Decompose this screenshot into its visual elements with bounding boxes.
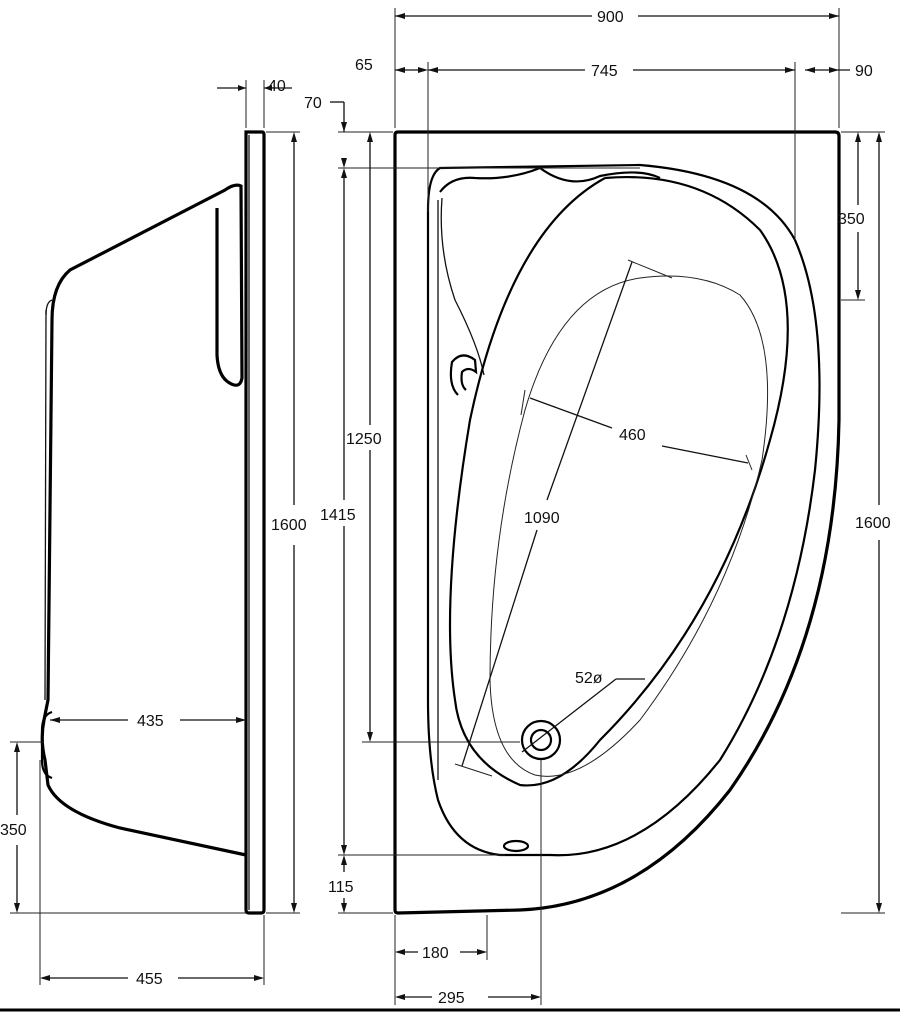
plan-inner-tub [426, 163, 821, 857]
label-right-offset: 90 [855, 63, 873, 80]
dim-left-offset: 65 [355, 57, 428, 74]
dim-right-corner-depth: 350 [838, 131, 885, 301]
plan-outer-rim [393, 130, 841, 915]
label-inner-length: 1250 [346, 431, 382, 448]
dim-top-offset: 70 [304, 95, 640, 169]
dim-outer-length: 1415 [320, 168, 505, 856]
dim-waste-offset-a: 180 [394, 915, 488, 1005]
dim-waste-diameter: 52ø [521, 670, 645, 753]
dim-overall-length: 1600 [841, 132, 900, 914]
label-waste-offset-a: 180 [422, 945, 449, 962]
label-waste-offset-b: 295 [438, 990, 465, 1007]
dim-inner-width: 745 [427, 62, 796, 240]
plan-waste [520, 719, 562, 761]
side-tub-body [40, 183, 247, 857]
label-inner-width: 745 [591, 63, 618, 80]
plan-bowl-outer [448, 176, 789, 787]
plan-bowl-inner [489, 275, 769, 777]
dim-bottom-offset: 115 [328, 855, 393, 914]
plan-overflow [449, 354, 478, 396]
label-rim-thickness: 40 [268, 78, 286, 95]
label-outlet-height: 350 [0, 822, 27, 839]
plan-view: 900 745 65 90 [304, 8, 900, 1007]
label-bottom-offset: 115 [328, 879, 354, 896]
plan-foot-overflow [502, 839, 530, 853]
label-overall-width: 900 [597, 9, 624, 26]
dim-bowl-length: 1090 [454, 259, 673, 777]
label-bowl-length: 1090 [524, 510, 560, 527]
dim-rim-thickness: 40 [217, 78, 292, 128]
label-right-corner-depth: 350 [838, 211, 865, 228]
label-side-height: 1600 [271, 517, 307, 534]
label-top-offset: 70 [304, 95, 322, 112]
dim-outlet-height: 350 [0, 741, 246, 914]
label-overall-length: 1600 [855, 515, 891, 532]
side-rim [244, 130, 266, 915]
dim-depth-outer: 455 [39, 760, 265, 988]
label-bowl-width: 460 [619, 427, 646, 444]
dim-inner-length: 1250 [346, 132, 520, 743]
side-tub-inner [44, 309, 47, 701]
label-outer-length: 1415 [320, 507, 356, 524]
dim-side-height: 1600 [266, 131, 316, 914]
dim-waste-offset-b: 295 [395, 760, 542, 1007]
plan-headrest [439, 166, 661, 193]
dim-depth-inner: 435 [50, 713, 246, 730]
dim-bowl-width: 460 [520, 389, 753, 471]
label-depth-inner: 435 [137, 713, 164, 730]
side-view: 40 1600 435 350 [0, 78, 316, 988]
label-left-offset: 65 [355, 57, 373, 74]
dim-right-offset: 90 [805, 63, 873, 80]
label-depth-outer: 455 [136, 971, 163, 988]
side-outlet [40, 710, 53, 780]
dim-overall-width: 900 [394, 8, 840, 128]
label-waste-diameter: 52ø [575, 670, 603, 687]
